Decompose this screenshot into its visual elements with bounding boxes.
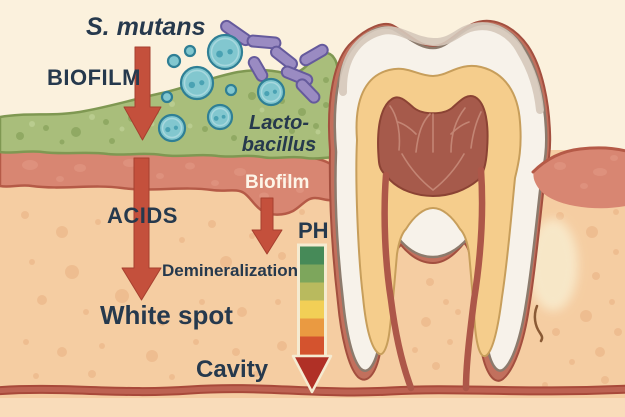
enamel-shading: [338, 22, 544, 114]
ph-scale: [291, 243, 333, 394]
arrows: [121, 46, 283, 301]
root-canal-right: [462, 166, 486, 392]
lactobacillus-label: Lacto- bacillus: [238, 112, 320, 156]
bone-crack: [533, 304, 544, 343]
blood-vessel: [0, 384, 625, 397]
gum-blotches-right: [554, 155, 618, 189]
ph-arrowhead: [291, 354, 333, 394]
abscess-glow: [528, 219, 578, 311]
bacteria: [157, 19, 329, 143]
lactobacillus-line1: Lacto-: [249, 112, 309, 134]
cavity-label: Cavity: [196, 356, 269, 383]
acids-label: ACIDS: [107, 203, 178, 228]
s-mutans-cocci: [157, 33, 286, 143]
arrow-biofilm-down: [123, 46, 162, 141]
gum-blotches: [22, 159, 304, 200]
root-canal-left: [381, 171, 415, 392]
arrow-acids-to-white-spot: [121, 157, 162, 301]
biofilm-on-gum-label: Biofilm: [245, 172, 310, 193]
lactobacillus-rods: [220, 19, 329, 104]
ph-label: PH: [298, 218, 329, 243]
ph-gradient-segments: [300, 246, 324, 355]
biofilm-label: BIOFILM: [47, 65, 141, 90]
lactobacillus-line2: bacillus: [241, 133, 317, 156]
s-mutans-label: S. mutans: [86, 13, 206, 41]
demineralization-label: Demineralization: [162, 261, 299, 280]
pulp-vessels: [389, 105, 482, 191]
white-spot-label: White spot: [100, 300, 233, 330]
tooth: [327, 19, 552, 392]
gum-layer-right: [531, 146, 625, 209]
arrow-biofilm-to-demineralization: [251, 197, 283, 255]
